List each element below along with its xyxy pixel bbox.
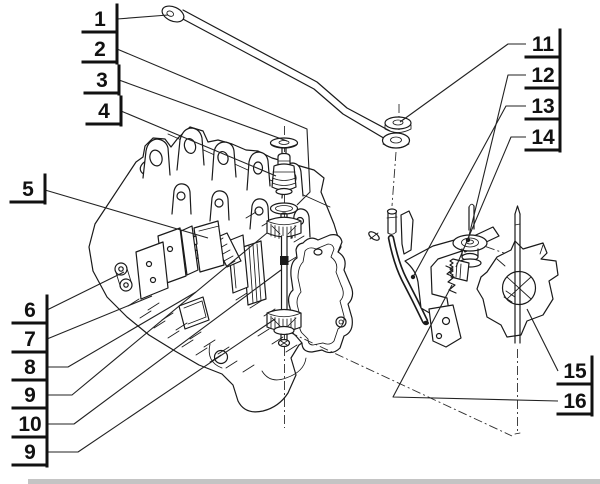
leader-line [46, 271, 125, 311]
leader-line [44, 189, 209, 239]
callout-number: 10 [18, 413, 41, 436]
side-gasket [287, 234, 354, 354]
breather-valve [271, 147, 297, 196]
housing-bore [213, 349, 229, 365]
callout-number: 1 [94, 8, 106, 31]
washer-11 [384, 116, 412, 133]
housing-casting [88, 126, 342, 413]
rod-band [280, 256, 289, 265]
leader-line [47, 318, 276, 453]
callout-number: 7 [24, 328, 36, 351]
spool-shaft [266, 212, 302, 348]
callout-12: 12 [465, 59, 562, 243]
leader-line [116, 14, 169, 20]
o-ring [269, 202, 299, 215]
callout-11: 11 [399, 28, 562, 123]
leader-line [118, 79, 288, 142]
plate-pack [114, 220, 249, 300]
pin-keeper [400, 210, 414, 255]
leader-line [392, 284, 559, 402]
top-collar [266, 216, 302, 240]
leader-line [47, 291, 197, 368]
callout-2: 2 [81, 33, 311, 206]
callout-5: 5 [9, 173, 209, 239]
leader-line [120, 110, 277, 177]
flat-washer [269, 137, 299, 149]
callout-4: 4 [85, 95, 277, 177]
leader-line [47, 232, 268, 396]
leader-dot [410, 274, 416, 280]
callout-9a: 9 [11, 232, 268, 411]
callout-8: 8 [11, 291, 197, 383]
control-rod [161, 5, 412, 149]
callout-13: 13 [410, 90, 562, 280]
callout-number: 3 [96, 69, 108, 92]
breather-valve-stack [269, 137, 299, 215]
outer-plate [135, 241, 169, 300]
cover-plate [476, 240, 559, 338]
callout-number: 9 [24, 384, 36, 407]
callout-number: 2 [94, 38, 106, 61]
spool-rod [280, 235, 288, 314]
callout-14: 14 [455, 121, 562, 268]
callout-16: 16 [392, 284, 594, 417]
right-assembly [368, 203, 559, 348]
callout-number: 9 [24, 441, 36, 464]
rod-eyelet-right [381, 132, 411, 149]
callout-number: 6 [24, 299, 36, 322]
callout-6: 6 [11, 271, 125, 326]
callout-number: 8 [24, 356, 36, 379]
callout-number: 11 [532, 33, 555, 56]
diagonal-centerline [288, 331, 513, 437]
leader-line [399, 43, 526, 123]
leader-line [526, 308, 559, 372]
clevis-pin [386, 208, 398, 235]
callout-3: 3 [83, 64, 288, 142]
callout-number: 12 [531, 64, 554, 87]
leader-line [116, 48, 311, 206]
callout-10: 10 [11, 269, 282, 440]
callout-15: 15 [526, 308, 594, 387]
bottom-collar [266, 308, 302, 348]
shim-plate [180, 225, 199, 276]
callout-7: 7 [11, 295, 153, 355]
callout-number: 13 [531, 95, 554, 118]
callout-number: 16 [563, 390, 586, 413]
leader-line [467, 74, 526, 241]
callout-number: 5 [22, 178, 34, 201]
leader-line [455, 136, 526, 268]
callout-number: 14 [531, 126, 555, 149]
housing-slot [178, 296, 210, 330]
callout-number: 4 [98, 100, 110, 123]
leader-line [46, 295, 153, 340]
bent-lever [387, 234, 429, 326]
callout-number: 15 [563, 360, 587, 383]
long-stud [514, 205, 521, 344]
callout-1: 1 [81, 3, 169, 35]
rod-eyelet-left [161, 5, 185, 23]
scan-edge [28, 479, 600, 484]
leader-line [47, 269, 282, 425]
callout-9b: 9 [11, 318, 276, 468]
leader-line [412, 105, 526, 278]
grommet-stack [452, 234, 488, 268]
